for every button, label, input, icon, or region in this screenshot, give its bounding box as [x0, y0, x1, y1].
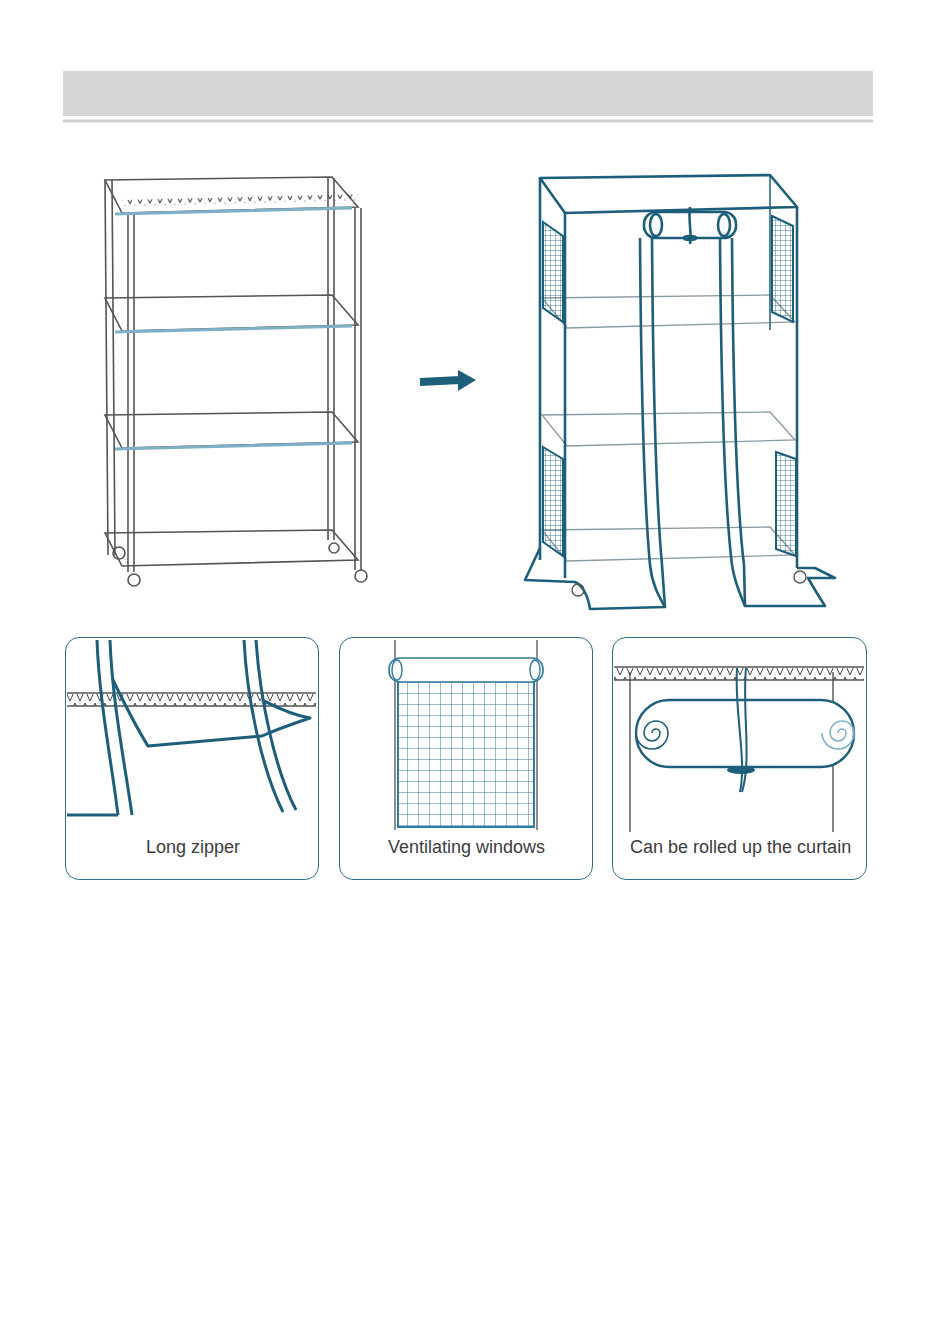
caster-group: [572, 571, 806, 596]
shelf-deck: [105, 412, 358, 448]
wire-zigzag: [67, 694, 316, 706]
caster: [572, 584, 584, 596]
zipper-strip: [97, 640, 118, 815]
roll-end: [718, 214, 730, 236]
zipper-flap: [67, 814, 118, 817]
zipper-line: [652, 238, 662, 565]
cover-flap: [525, 548, 665, 609]
roll-knot: [727, 766, 755, 774]
zipper-line: [732, 238, 744, 565]
inner-shelf: [542, 295, 795, 561]
roll-end: [392, 660, 402, 680]
shelf-post: [333, 178, 335, 540]
shelf-deck: [105, 177, 358, 213]
shelf-post: [105, 180, 108, 555]
roll-end: [650, 214, 662, 236]
shelf-post: [127, 214, 129, 572]
cover-edge: [796, 207, 799, 568]
wire-rim: [67, 692, 316, 693]
shelf-post: [112, 180, 115, 555]
wire-zigzag: [122, 194, 358, 206]
zipper-flap: [113, 680, 310, 746]
shelf-deck: [542, 295, 795, 328]
panel-caption: Long zipper: [143, 837, 243, 859]
vent-window: [772, 216, 793, 322]
cover-edge: [564, 213, 567, 578]
transform-arrow: [420, 380, 460, 382]
rolled-flap: [389, 658, 543, 682]
wire-shelf: [105, 177, 367, 586]
roll-detail: [614, 667, 864, 832]
wire-rim: [614, 666, 864, 667]
shelf-post: [133, 214, 135, 572]
zipper-strip: [244, 640, 283, 812]
zipper-detail: [67, 640, 316, 815]
roll-spiral: [636, 721, 668, 749]
cover-flap: [662, 565, 665, 607]
caster: [355, 570, 367, 582]
shelf-deck: [105, 530, 358, 566]
cover-edge: [769, 175, 771, 330]
window-detail: [389, 640, 543, 830]
detail-panel: Can be rolled up the curtain: [612, 637, 867, 880]
shelf-deck: [542, 412, 795, 446]
header-bar: [63, 71, 873, 116]
wire-zigzag: [614, 668, 864, 680]
roll-tie: [684, 236, 696, 240]
panel-caption: Ventilating windows: [385, 837, 548, 859]
shelf-deck: [542, 527, 795, 561]
shelf-post: [360, 208, 362, 570]
vent-window: [776, 452, 796, 556]
cover-flap: [732, 565, 835, 606]
shelf-rim: [115, 326, 352, 332]
detail-panel: Long zipper: [65, 637, 319, 880]
caster: [794, 571, 806, 583]
shelf-rim: [115, 443, 352, 449]
cover-edge: [539, 178, 542, 560]
panel-caption: Can be rolled up the curtain: [627, 837, 854, 859]
mesh-window: [398, 680, 534, 827]
cover-flap: [744, 565, 745, 606]
zipper-line: [720, 238, 732, 565]
frame-post: [629, 672, 630, 832]
detail-panel: Ventilating windows: [339, 637, 593, 880]
zipper-strip: [110, 640, 132, 815]
shelf-rim: [115, 208, 352, 214]
zipper-line: [640, 238, 650, 565]
caster: [128, 574, 140, 586]
shelf-deck: [105, 295, 358, 331]
vent-window: [543, 447, 563, 556]
arrow-head: [458, 370, 476, 391]
shelf-post: [354, 208, 356, 570]
caster: [113, 547, 125, 559]
roll-tie: [689, 207, 690, 244]
caster: [329, 543, 339, 553]
vent-window: [543, 222, 563, 322]
roll-end: [530, 660, 540, 680]
cover-top: [540, 175, 797, 213]
shelf-post: [327, 178, 329, 540]
greenhouse-cover: [525, 175, 835, 609]
roll-spiral: [822, 721, 854, 749]
header-rule: [63, 120, 873, 123]
